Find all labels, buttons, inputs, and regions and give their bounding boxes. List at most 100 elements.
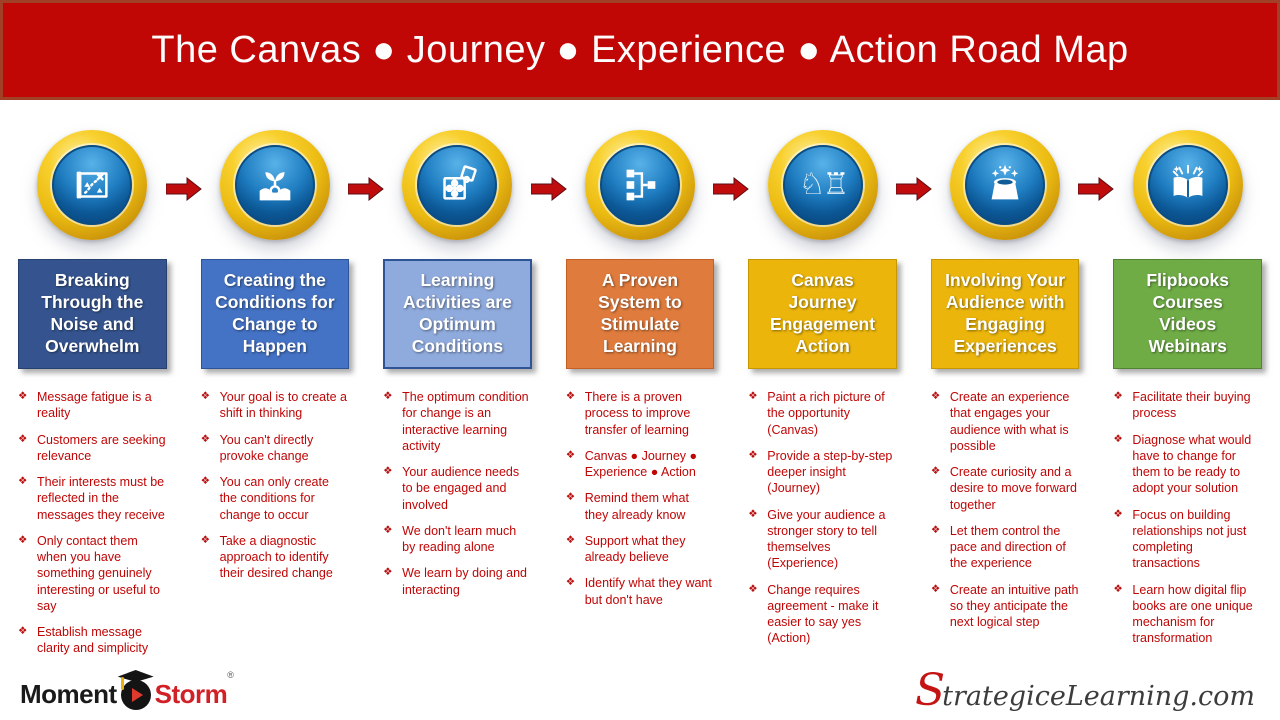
column-header: Involving Your Audience with Engaging Ex… xyxy=(930,259,1080,369)
bullet-item: ❖ Diagnose what would have to change for … xyxy=(1113,432,1262,497)
roadmap-column-3: Learning Activities are Optimum Conditio… xyxy=(383,130,532,667)
bullet-item: ❖Let them control the pace and direction… xyxy=(931,523,1080,572)
bullet-item: ❖ Identify what they want but don't have xyxy=(566,575,715,608)
diamond-bullet-icon: ❖ xyxy=(565,448,576,461)
bullet-text: Create an intuitive path so they anticip… xyxy=(949,582,1079,630)
bullet-text: Message fatigue is a reality xyxy=(37,390,152,421)
logo-initial: S xyxy=(914,665,946,716)
bullet-item: ❖ Create an intuitive path so they antici… xyxy=(931,582,1080,631)
bullet-list: ❖Message fatigue is a reality❖Customers … xyxy=(18,389,167,667)
bullet-item: ❖Paint a rich picture of the opportunity… xyxy=(748,389,897,438)
bullet-item: ❖ Facilitate their buying process xyxy=(1113,389,1262,422)
bullet-text: Learn how digital flip books are one uni… xyxy=(1132,582,1253,646)
strategicelearning-logo: S trategiceLearning.com xyxy=(914,665,1255,716)
bullet-item: ❖ Their interests must be reflected in th… xyxy=(18,474,167,523)
chess-pieces-icon: ♘♖ xyxy=(782,145,863,225)
diamond-bullet-icon: ❖ xyxy=(18,432,28,445)
bullet-item: ❖Provide a step-by-step deeper insight (… xyxy=(748,448,897,497)
roadmap-column-4: A Proven System to Stimulate Learning ❖ T… xyxy=(565,130,715,667)
diamond-bullet-icon: ❖ xyxy=(200,390,210,402)
coin-badge xyxy=(584,130,695,240)
bullet-list: ❖ Paint a rich picture of the opportunity… xyxy=(748,389,897,657)
diamond-bullet-icon: ❖ xyxy=(18,625,28,637)
coin-badge xyxy=(1132,130,1243,240)
roadmap-column-2: Creating the Conditions for Change to Ha… xyxy=(200,130,350,667)
bullet-text: Only contact them when you have somethin… xyxy=(37,533,160,613)
bullet-text: We don't learn much by reading alone xyxy=(402,523,517,554)
bullet-text: Diagnose what would have to change for t… xyxy=(1132,432,1252,496)
bullet-list: ❖ Facilitate their buying process ❖ Diagnos… xyxy=(1113,389,1262,657)
bullet-text: Create curiosity and a desire to move fo… xyxy=(949,465,1077,512)
coin-badge: ♘♖ xyxy=(767,130,878,240)
diamond-bullet-icon: ❖ xyxy=(1113,390,1123,402)
bullet-list: ❖Your goal is to create a shift in think… xyxy=(201,389,350,592)
bullet-text: Facilitate their buying process xyxy=(1132,390,1251,421)
column-header: Breaking Through the Noise and Overwhelm xyxy=(18,259,167,369)
bullet-text: Paint a rich picture of the opportunity … xyxy=(767,390,885,437)
page-title: The Canvas ● Journey ● Experience ● Acti… xyxy=(151,28,1129,71)
arrow-right-icon xyxy=(166,177,202,201)
bullet-list: ❖ The optimum condition for change is an … xyxy=(383,389,532,608)
column-header: Canvas Journey Engagement Action xyxy=(748,259,897,369)
roadmap: Breaking Through the Noise and Overwhelm… xyxy=(0,100,1280,667)
tassel-icon xyxy=(120,677,124,690)
arrow-right-icon xyxy=(531,177,567,201)
diamond-bullet-icon: ❖ xyxy=(1113,582,1123,595)
bullet-text: Remind them what they already know xyxy=(584,491,689,522)
bullet-text: We learn by doing and interacting xyxy=(402,566,527,597)
diamond-bullet-icon: ❖ xyxy=(565,576,576,589)
column-header: Creating the Conditions for Change to Ha… xyxy=(200,259,350,369)
diamond-bullet-icon: ❖ xyxy=(18,475,28,487)
bullet-text: The optimum condition for change is an i… xyxy=(402,390,529,453)
treasure-map-icon xyxy=(52,145,133,225)
diamond-bullet-icon: ❖ xyxy=(383,566,393,579)
bullet-item: ❖ Customers are seeking relevance xyxy=(18,432,167,465)
bullet-item: ❖Your audience needs to be engaged and i… xyxy=(383,464,532,513)
diamond-bullet-icon: ❖ xyxy=(200,533,210,546)
arrow-right-icon xyxy=(348,177,384,201)
bullet-text: Support what they already believe xyxy=(584,533,686,564)
graduation-cap-play-icon xyxy=(117,668,154,710)
arrow-right-icon xyxy=(896,177,932,201)
roadmap-column-7: Flipbooks Courses Videos Webinars ❖ Facil… xyxy=(1113,130,1262,667)
title-banner: The Canvas ● Journey ● Experience ● Acti… xyxy=(0,0,1280,100)
bullet-item: ❖Canvas ● Journey ● Experience ● Action xyxy=(566,448,715,481)
diamond-bullet-icon: ❖ xyxy=(930,582,941,595)
bullet-item: ❖You can't directly provoke change xyxy=(201,432,350,465)
diamond-bullet-icon: ❖ xyxy=(1113,432,1123,445)
seedling-icon xyxy=(234,145,315,225)
bullet-text: Identify what they want but don't have xyxy=(584,576,712,607)
bullet-text: Customers are seeking relevance xyxy=(37,432,166,463)
bullet-item: ❖ Learn how digital flip books are one un… xyxy=(1113,582,1262,647)
bullet-text: Establish message clarity and simplicity xyxy=(37,625,149,656)
puzzle-icon xyxy=(417,145,498,225)
bullet-text: There is a proven process to improve tra… xyxy=(584,390,691,437)
bullet-text: You can't directly provoke change xyxy=(219,432,314,463)
diamond-bullet-icon: ❖ xyxy=(930,523,941,536)
bullet-item: ❖Message fatigue is a reality xyxy=(18,389,167,422)
diamond-bullet-icon: ❖ xyxy=(565,390,576,402)
bullet-text: Your audience needs to be engaged and in… xyxy=(402,465,520,512)
column-header: Flipbooks Courses Videos Webinars xyxy=(1113,259,1262,369)
bullet-item: ❖ Take a diagnostic approach to identify … xyxy=(201,533,350,582)
bullet-list: ❖Create an experience that engages your … xyxy=(931,389,1080,640)
diamond-bullet-icon: ❖ xyxy=(748,448,758,461)
diamond-bullet-icon: ❖ xyxy=(565,491,576,504)
bullet-item: ❖ There is a proven process to improve tr… xyxy=(566,389,715,438)
diamond-bullet-icon: ❖ xyxy=(565,533,576,546)
column-header: A Proven System to Stimulate Learning xyxy=(565,259,715,369)
diamond-bullet-icon: ❖ xyxy=(930,465,941,477)
bullet-item: ❖Create an experience that engages your … xyxy=(931,389,1080,454)
bullet-item: ❖Give your audience a stronger story to … xyxy=(748,507,897,572)
bullet-text: Their interests must be reflected in the… xyxy=(37,475,165,522)
bullet-item: ❖ We learn by doing and interacting xyxy=(383,565,532,598)
diamond-bullet-icon: ❖ xyxy=(200,475,210,487)
bullet-text: Take a diagnostic approach to identify t… xyxy=(219,533,333,581)
bullet-text: Focus on building relationships not just… xyxy=(1132,507,1247,571)
bullet-text: You can only create the conditions for c… xyxy=(219,475,329,522)
bullet-item: ❖The optimum condition for change is an … xyxy=(383,389,532,454)
bullet-item: ❖ We don't learn much by reading alone xyxy=(383,523,532,556)
diamond-bullet-icon: ❖ xyxy=(383,523,393,536)
bullet-item: ❖ Create curiosity and a desire to move f… xyxy=(931,464,1080,513)
